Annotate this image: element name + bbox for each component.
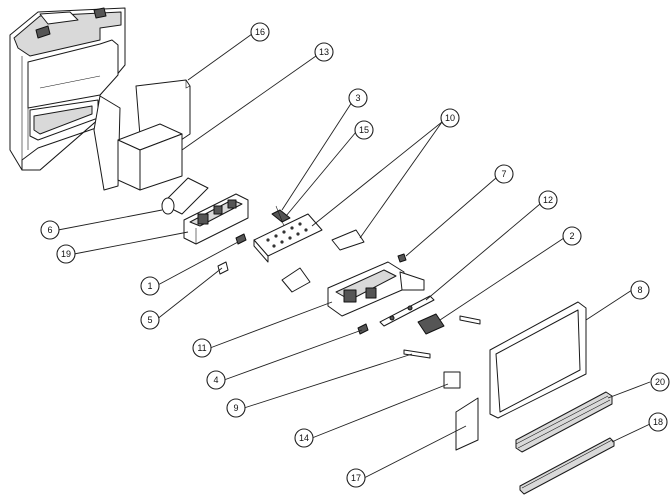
leader-15: [285, 131, 357, 217]
leader-6: [57, 209, 163, 231]
callout-10-label: 10: [445, 113, 455, 123]
callout-13-label: 13: [319, 47, 329, 57]
leader-7: [405, 177, 497, 257]
callout-15-label: 15: [359, 125, 369, 135]
part-7-screw: [397, 253, 407, 263]
leader-11: [209, 301, 333, 349]
leader-9: [243, 353, 413, 409]
leader-4: [223, 329, 363, 381]
part-6-log: [161, 177, 209, 215]
leader-12: [425, 203, 541, 301]
callout-9-label: 9: [233, 403, 238, 413]
callout-16-label: 16: [255, 27, 265, 37]
callout-17-label: 17: [351, 473, 361, 483]
part-12-rail: [379, 295, 435, 327]
part-18-trim: [519, 437, 615, 495]
callout-11: 11: [192, 338, 212, 358]
part-17-sheet: [455, 397, 479, 451]
callout-19-label: 19: [61, 249, 71, 259]
callout-18-label: 18: [653, 417, 663, 427]
callout-15: 15: [354, 120, 374, 140]
part-19-burner: [183, 193, 249, 245]
leader-20: [607, 381, 651, 399]
firebox-housing: [9, 7, 126, 171]
callout-5-label: 5: [147, 315, 152, 325]
part-10-tray: [253, 213, 323, 263]
leader-5: [155, 267, 223, 321]
callout-7: 7: [494, 164, 514, 184]
leader-8: [585, 289, 633, 321]
leader-13: [181, 55, 317, 151]
callout-18: 18: [648, 412, 668, 432]
callout-6: 6: [40, 220, 60, 240]
callout-14: 14: [294, 428, 314, 448]
leader-17: [363, 425, 467, 479]
part-10-shield: [281, 229, 365, 293]
callout-11-label: 11: [197, 343, 206, 353]
callout-5: 5: [140, 310, 160, 330]
part-2-module: [417, 313, 481, 335]
leader-18: [611, 423, 651, 443]
callout-1-label: 1: [147, 281, 152, 291]
callout-20: 20: [650, 372, 670, 392]
callout-17: 17: [346, 468, 366, 488]
callout-1: 1: [140, 276, 160, 296]
callout-20-label: 20: [655, 377, 665, 387]
part-5-clip: [217, 261, 229, 275]
callout-19: 19: [56, 244, 76, 264]
callout-2-label: 2: [569, 231, 574, 241]
callout-4: 4: [206, 370, 226, 390]
callout-8: 8: [630, 280, 650, 300]
callout-10: 10: [440, 108, 460, 128]
leader-10a: [311, 121, 443, 227]
callout-12: 12: [538, 190, 558, 210]
part-11-base: [327, 261, 425, 317]
leader-14: [311, 383, 449, 439]
callout-9: 9: [226, 398, 246, 418]
callout-4-label: 4: [213, 375, 218, 385]
leader-10b: [359, 121, 443, 239]
part-20-trim: [515, 391, 613, 453]
callout-12-label: 12: [543, 195, 553, 205]
side-panels: [93, 79, 191, 191]
leader-1: [155, 241, 239, 287]
callout-6-label: 6: [47, 225, 52, 235]
callout-8-label: 8: [637, 285, 642, 295]
part-3-15-brackets: [271, 205, 291, 227]
callout-2: 2: [562, 226, 582, 246]
callout-14-label: 14: [299, 433, 309, 443]
part-14-cube: [443, 371, 461, 389]
insulation-block: [117, 123, 183, 191]
part-9-bracket: [403, 349, 431, 359]
callout-16: 16: [250, 22, 270, 42]
leader-2: [439, 237, 565, 321]
leader-16: [187, 33, 253, 81]
callout-7-label: 7: [501, 169, 506, 179]
leader-lines: [57, 33, 651, 479]
callout-3-label: 3: [355, 93, 360, 103]
leader-19: [73, 231, 189, 255]
leader-3: [281, 101, 353, 211]
callout-13: 13: [314, 42, 334, 62]
part-8-frame: [489, 301, 587, 419]
part-4-bracket: [357, 323, 369, 335]
callout-3: 3: [348, 88, 368, 108]
